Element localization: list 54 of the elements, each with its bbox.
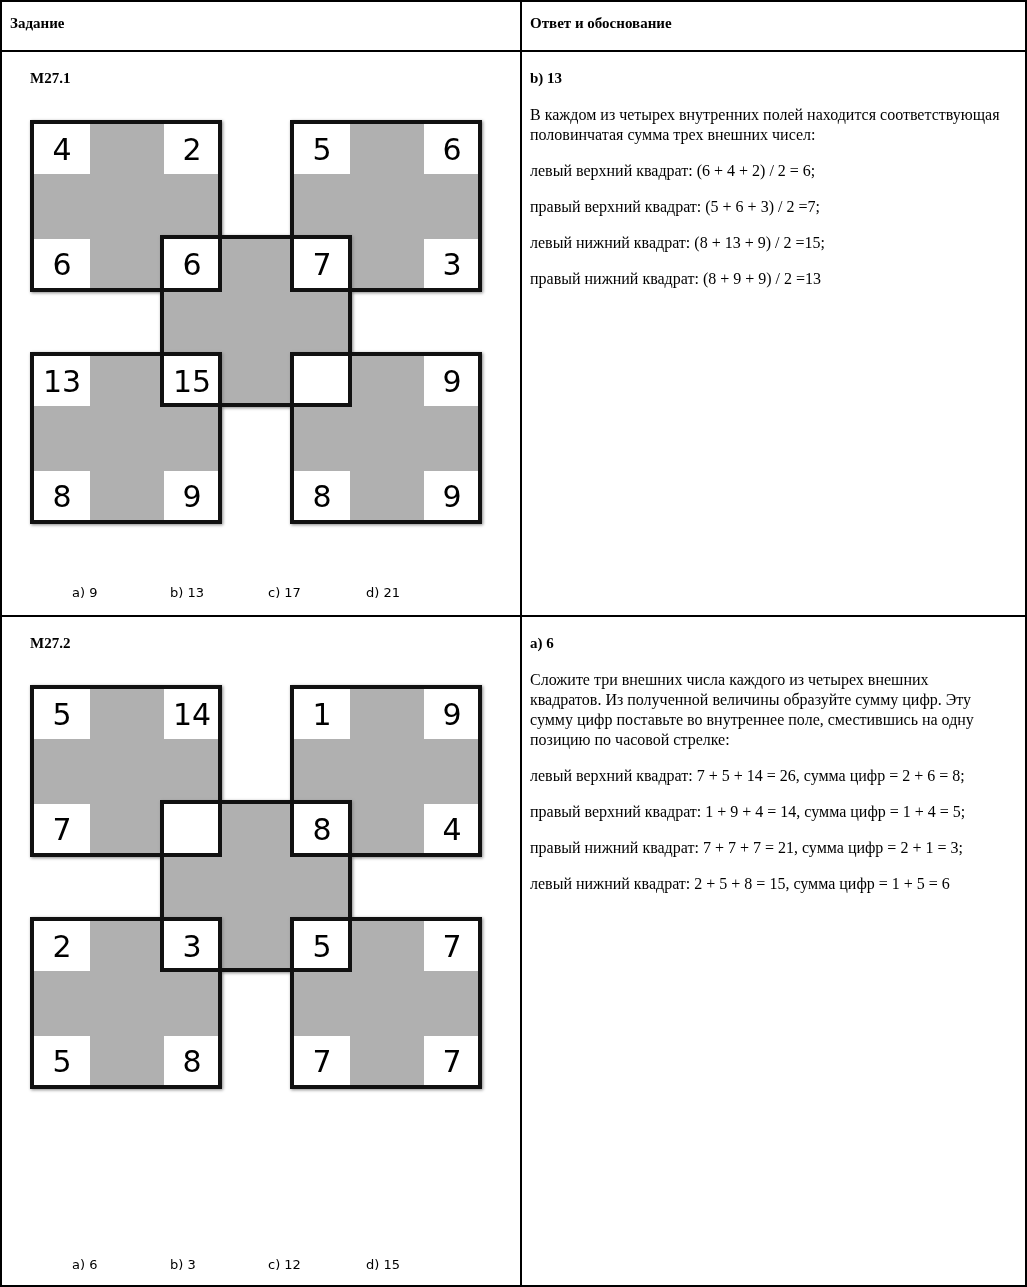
puzzle-number: 5 — [34, 689, 90, 739]
puzzle-number: 1 — [294, 689, 350, 739]
explanation-text: правый нижний квадрат: 7 + 7 + 7 = 21, сумма цифр = 2 + 1 = 3; — [530, 838, 964, 858]
puzzle-number: 9 — [164, 471, 220, 521]
puzzle-number: 2 — [34, 921, 90, 971]
puzzle-number: 8 — [164, 1036, 220, 1086]
answer-option: c) 17 — [268, 585, 301, 600]
puzzle-number: 3 — [424, 239, 480, 289]
task-code: M27.1 — [30, 70, 72, 87]
explanation-text: правый верхний квадрат: (5 + 6 + 3) / 2 =7; — [530, 197, 821, 217]
answer-text: b) 13 — [530, 70, 564, 87]
puzzle-number: 3 — [164, 921, 220, 971]
puzzle-number: 14 — [164, 689, 220, 739]
puzzle-number: 15 — [164, 356, 220, 406]
puzzle-number: 4 — [424, 804, 480, 854]
explanation-text: В каждом из четырех внутренних полей находится соответствующая половинчатая сумма трех внешних чисел: — [530, 105, 1000, 145]
answer-option: d) 21 — [366, 585, 400, 600]
explanation-text: левый нижний квадрат: (8 + 13 + 9) / 2 =15; — [530, 233, 826, 253]
explanation-text: правый нижний квадрат: (8 + 9 + 9) / 2 =13 — [530, 269, 823, 289]
puzzle-number: 4 — [34, 124, 90, 174]
puzzle-number: 7 — [424, 921, 480, 971]
header-text: Задание — [10, 15, 66, 32]
explanation-text: правый верхний квадрат: 1 + 9 + 4 = 14, сумма цифр = 1 + 4 = 5; — [530, 802, 967, 822]
puzzle-number: 7 — [34, 804, 90, 854]
puzzle-number: 6 — [424, 124, 480, 174]
puzzle-number: 5 — [294, 124, 350, 174]
header-text: Ответ и обоснование — [530, 15, 673, 32]
answer-option: b) 13 — [170, 585, 204, 600]
puzzle-number: 6 — [164, 239, 220, 289]
puzzle-number: 9 — [424, 471, 480, 521]
task-code: M27.2 — [30, 635, 72, 652]
puzzle-number: 13 — [34, 356, 90, 406]
puzzle-number: 9 — [424, 356, 480, 406]
puzzle-number: 8 — [294, 804, 350, 854]
explanation-text: левый верхний квадрат: (6 + 4 + 2) / 2 = 6; — [530, 161, 817, 181]
puzzle-number: 8 — [294, 471, 350, 521]
puzzle-number: 7 — [424, 1036, 480, 1086]
puzzle-number: 6 — [34, 239, 90, 289]
explanation-text: Сложите три внешних числа каждого из четырех внешних квадратов. Из полученной величины образуйте сумму цифр. Эту сумму цифр поставьте во внутреннее поле, сместившись на одну позицию по часовой стрелке: — [530, 670, 975, 750]
puzzle-number: 5 — [34, 1036, 90, 1086]
puzzle-number: 8 — [34, 471, 90, 521]
answer-option: c) 12 — [268, 1257, 301, 1272]
puzzle-number: 5 — [294, 921, 350, 971]
explanation-text: левый нижний квадрат: 2 + 5 + 8 = 15, сумма цифр = 1 + 5 = 6 — [530, 874, 951, 894]
answer-option: a) 6 — [72, 1257, 98, 1272]
answer-option: a) 9 — [72, 585, 98, 600]
answer-option: d) 15 — [366, 1257, 400, 1272]
explanation-text: левый верхний квадрат: 7 + 5 + 14 = 26, сумма цифр = 2 + 6 = 8; — [530, 766, 966, 786]
puzzle-number: 9 — [424, 689, 480, 739]
puzzle-number: 7 — [294, 239, 350, 289]
puzzle-number: 7 — [294, 1036, 350, 1086]
answer-option: b) 3 — [170, 1257, 196, 1272]
puzzle-number: 2 — [164, 124, 220, 174]
answer-text: a) 6 — [530, 635, 555, 652]
